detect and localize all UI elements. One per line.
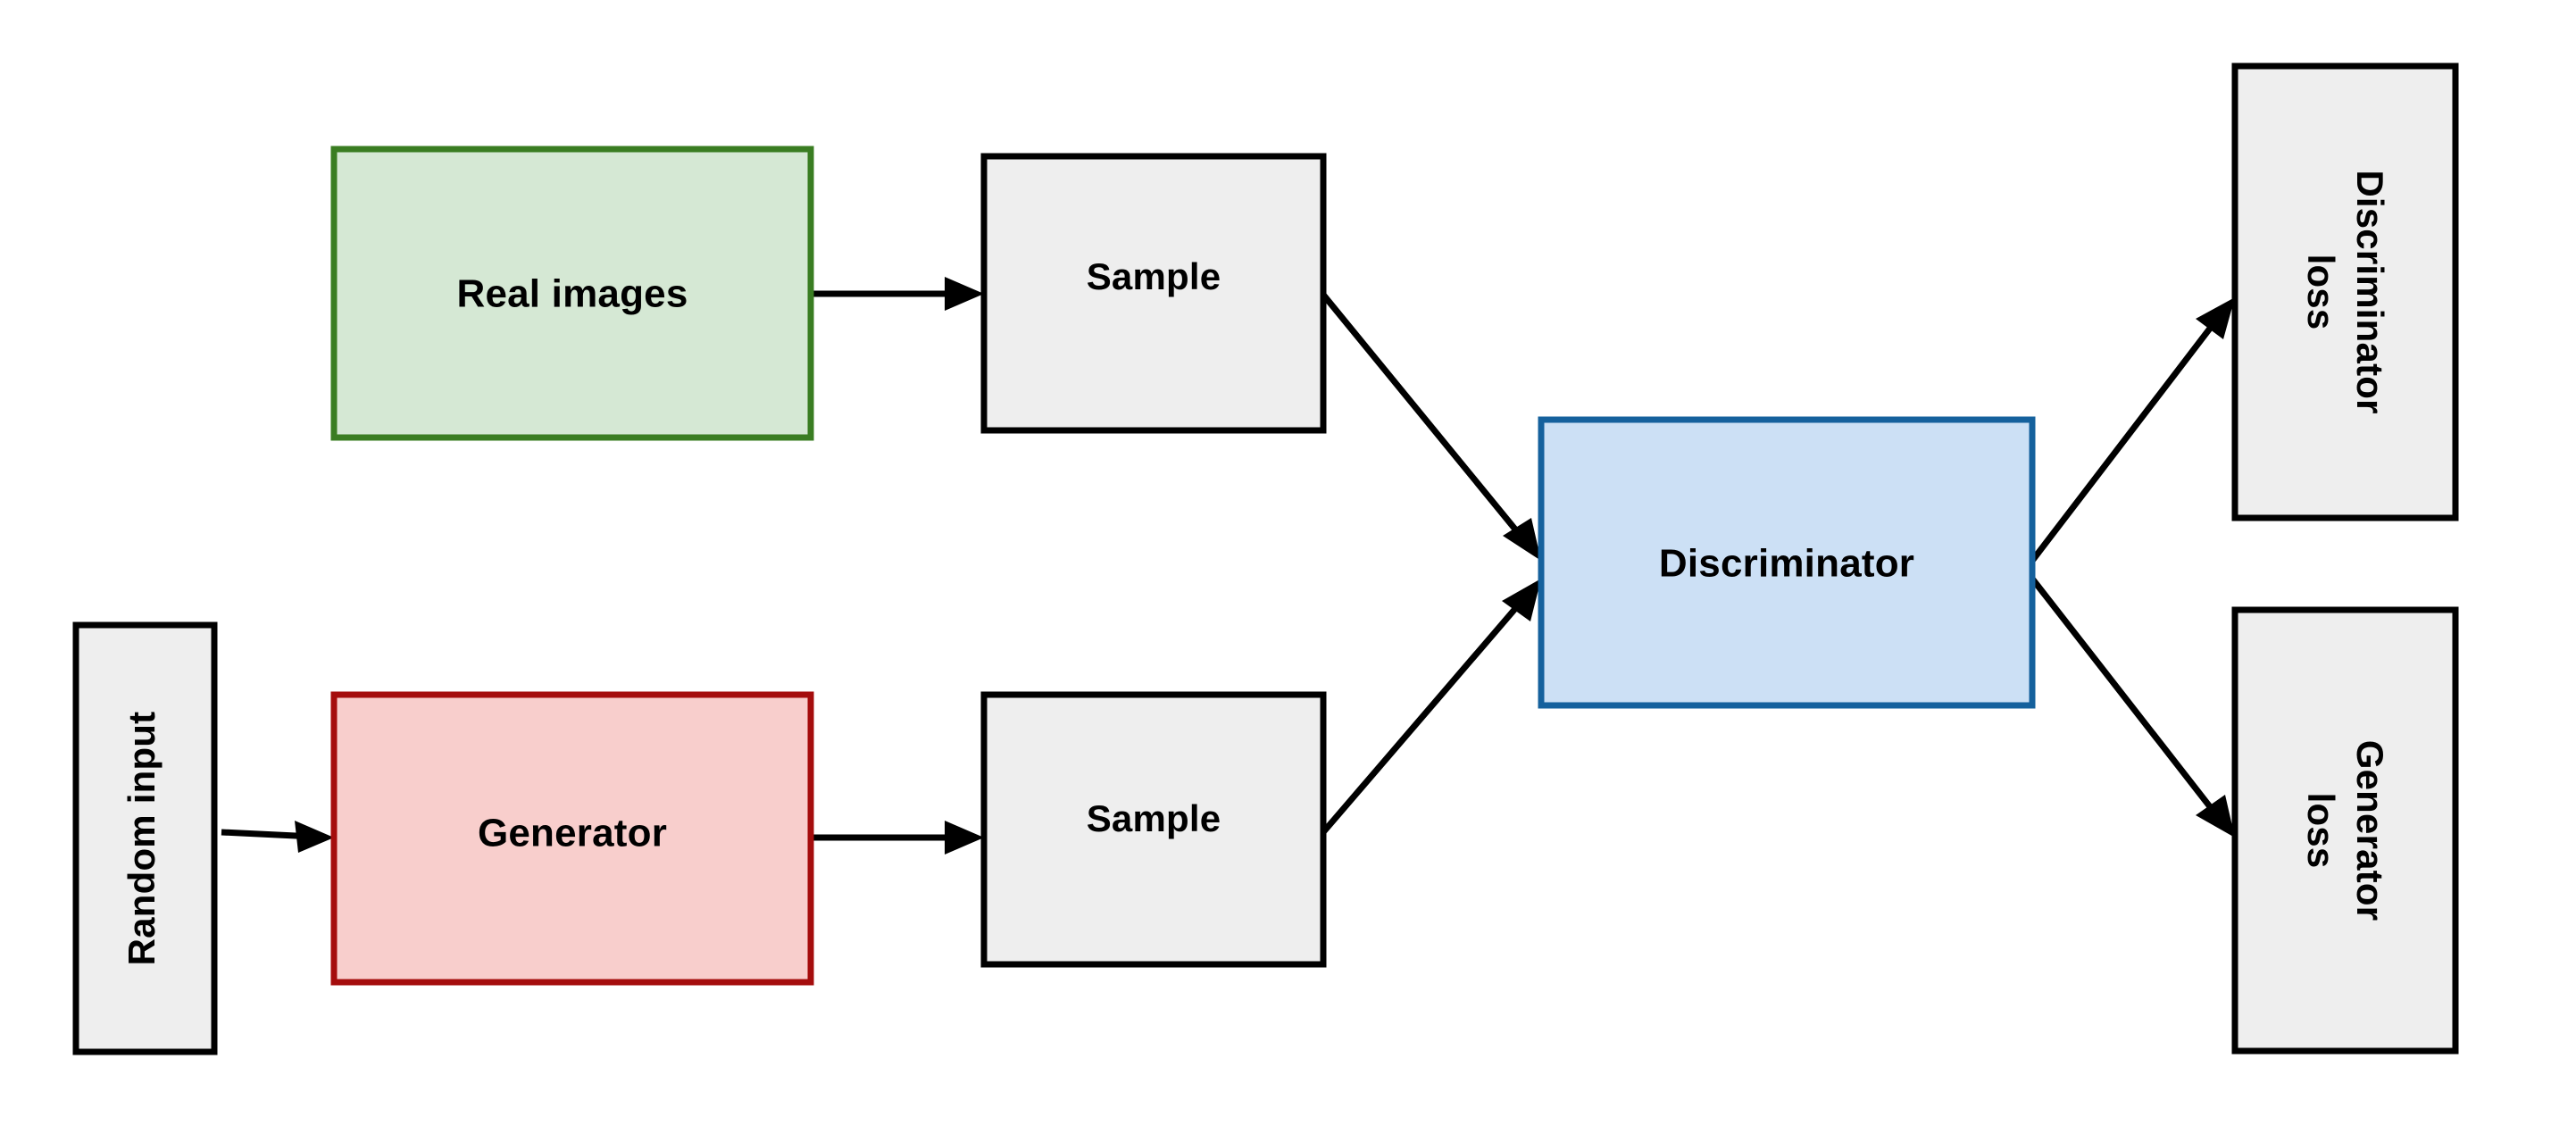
edge-random-input-to-generator bbox=[221, 821, 334, 853]
edge-line bbox=[2030, 576, 2221, 820]
node-real-images-label: Real images bbox=[456, 272, 688, 316]
node-random-input-label: Random input bbox=[121, 712, 163, 966]
edge-line bbox=[2030, 315, 2221, 563]
node-sample-real-box[interactable] bbox=[980, 153, 1327, 434]
node-sample-real-label: Sample bbox=[1087, 255, 1221, 297]
edge-discriminator-to-discriminator-loss bbox=[2030, 297, 2235, 563]
edge-layer bbox=[221, 277, 2235, 855]
node-generator-label: Generator bbox=[478, 812, 667, 855]
arrowhead-icon bbox=[945, 821, 984, 855]
node-random-input[interactable]: Random input bbox=[72, 621, 218, 1055]
edge-line bbox=[1321, 596, 1527, 835]
node-generator-box[interactable] bbox=[330, 691, 814, 986]
node-generator-loss-label-line2: loss bbox=[2300, 793, 2342, 869]
node-generator-loss-box[interactable] bbox=[2231, 606, 2459, 1055]
edge-real-images-to-sample-real bbox=[811, 277, 984, 311]
arrowhead-icon bbox=[2196, 297, 2235, 339]
arrowhead-icon bbox=[945, 277, 984, 311]
node-discriminator-loss-label-line2: loss bbox=[2300, 254, 2342, 330]
edge-line bbox=[1321, 292, 1527, 543]
node-discriminator-box[interactable] bbox=[1538, 416, 2036, 709]
node-discriminator-loss-box[interactable] bbox=[2231, 63, 2459, 521]
edge-sample-fake-to-discriminator bbox=[1321, 579, 1541, 835]
node-discriminator-loss-label-line1: Discriminator bbox=[2349, 170, 2391, 413]
node-discriminator-loss[interactable]: Discriminator loss bbox=[2231, 63, 2459, 521]
arrowhead-icon bbox=[295, 821, 334, 853]
edge-sample-real-to-discriminator bbox=[1321, 292, 1541, 561]
node-random-input-box[interactable] bbox=[72, 621, 218, 1055]
node-real-images[interactable]: Real images bbox=[330, 146, 814, 441]
node-layer: Random input Real images Generator Sampl… bbox=[72, 63, 2459, 1055]
node-generator[interactable]: Generator bbox=[330, 691, 814, 986]
node-sample-fake[interactable]: Sample bbox=[980, 691, 1327, 968]
node-generator-loss-label-line1: Generator bbox=[2349, 740, 2391, 921]
edge-discriminator-to-generator-loss bbox=[2030, 576, 2235, 838]
arrowhead-icon bbox=[1502, 579, 1541, 621]
node-real-images-box[interactable] bbox=[330, 146, 814, 441]
node-discriminator[interactable]: Discriminator bbox=[1538, 416, 2036, 709]
node-sample-real[interactable]: Sample bbox=[980, 153, 1327, 434]
node-sample-fake-label: Sample bbox=[1087, 797, 1221, 839]
edge-generator-to-sample-fake bbox=[811, 821, 984, 855]
node-sample-fake-box[interactable] bbox=[980, 691, 1327, 968]
node-generator-loss[interactable]: Generator loss bbox=[2231, 606, 2459, 1055]
node-discriminator-label: Discriminator bbox=[1659, 542, 1914, 586]
arrowhead-icon bbox=[2196, 795, 2235, 838]
arrowhead-icon bbox=[1503, 518, 1541, 561]
